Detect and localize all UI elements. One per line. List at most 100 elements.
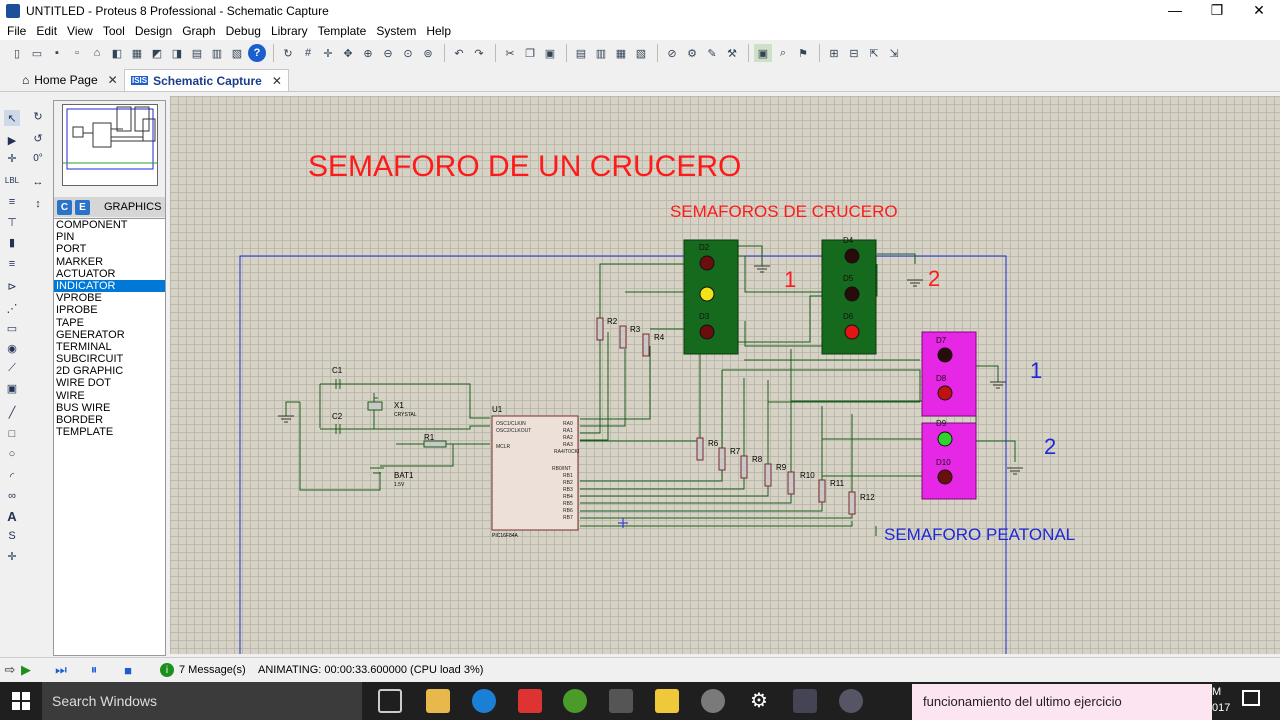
paint-app-icon[interactable] xyxy=(839,689,863,713)
menu-file[interactable]: File xyxy=(7,24,27,38)
close-window-button[interactable]: ✕ xyxy=(1253,2,1265,18)
paste-icon[interactable]: ▣ xyxy=(544,47,556,60)
wire-autorouter-icon[interactable]: ▣ xyxy=(754,44,772,62)
proteus-taskbar-icon[interactable] xyxy=(793,689,817,713)
netlist-icon[interactable]: ⇲ xyxy=(889,47,899,60)
store-icon[interactable] xyxy=(609,689,633,713)
menu-system[interactable]: System xyxy=(376,24,417,38)
generator-icon[interactable]: ◉ xyxy=(7,342,17,355)
tape-recorder-icon[interactable]: ▭ xyxy=(6,322,18,335)
list-item[interactable]: COMPONENT xyxy=(56,219,128,231)
list-item[interactable]: BUS WIRE xyxy=(56,401,111,414)
3d-icon[interactable]: ◩ xyxy=(151,47,163,60)
menu-help[interactable]: Help xyxy=(426,24,452,38)
menu-edit[interactable]: Edit xyxy=(36,24,58,38)
list-item[interactable]: TAPE xyxy=(56,316,84,329)
list-item[interactable]: ACTUATOR xyxy=(56,267,116,280)
voltage-probe-icon[interactable]: ⟋ xyxy=(8,361,16,374)
file-explorer-icon[interactable] xyxy=(426,689,450,713)
taskbar-search-input[interactable]: Search Windows xyxy=(42,682,362,720)
messages-count[interactable]: 7 Message(s) xyxy=(179,664,246,676)
step-icon[interactable]: ⏭ xyxy=(55,662,67,677)
settings-gear-icon[interactable]: ⚙ xyxy=(750,690,768,712)
list-item-selected[interactable]: INDICATOR xyxy=(54,279,165,293)
schematic-icon[interactable]: ◧ xyxy=(111,47,123,60)
overview-preview[interactable] xyxy=(62,104,158,186)
rotate-cw-icon[interactable]: ↻ xyxy=(33,110,43,123)
menu-graph[interactable]: Graph xyxy=(182,24,216,38)
rotate-ccw-icon[interactable]: ↺ xyxy=(33,132,43,145)
refresh-icon[interactable]: ↻ xyxy=(283,47,293,60)
list-item[interactable]: 2D GRAPHIC xyxy=(56,365,124,378)
block-move-icon[interactable]: ▥ xyxy=(595,47,607,60)
zoom-area-icon[interactable]: ⊚ xyxy=(423,47,433,60)
close-tab-schematic-icon[interactable]: ✕ xyxy=(271,73,282,88)
source-code-icon[interactable]: ▧ xyxy=(231,47,243,60)
marker-icon[interactable]: ✛ xyxy=(7,550,17,563)
package-tool-icon[interactable]: ✎ xyxy=(707,47,717,60)
list-item[interactable]: SUBCIRCUIT xyxy=(56,353,124,366)
closed-path-icon[interactable]: ∞ xyxy=(8,490,16,502)
symbol-icon[interactable]: S xyxy=(8,530,16,542)
gerber-icon[interactable]: ◨ xyxy=(171,47,183,60)
device-pin-icon[interactable]: ⊳ xyxy=(7,280,17,293)
new-sheet-icon[interactable]: ⊞ xyxy=(829,47,839,60)
open-folder-icon[interactable]: ▭ xyxy=(31,47,43,60)
subcircuit-icon[interactable]: ▮ xyxy=(8,236,16,249)
exit-to-parent-icon[interactable]: ⇱ xyxy=(869,47,879,60)
block-rotate-icon[interactable]: ▦ xyxy=(615,47,627,60)
list-item[interactable]: TEMPLATE xyxy=(56,426,114,439)
design-explorer-icon[interactable]: ▤ xyxy=(191,47,203,60)
save-icon[interactable]: ▪ xyxy=(55,47,59,59)
new-file-icon[interactable]: ▯ xyxy=(13,47,21,60)
decompose-icon[interactable]: ⚒ xyxy=(727,47,737,60)
edit-button[interactable]: E xyxy=(75,199,90,215)
selection-mode-icon[interactable]: ↖ xyxy=(4,110,20,126)
bus-icon[interactable]: ⊤ xyxy=(7,216,17,229)
make-device-icon[interactable]: ⚙ xyxy=(687,47,697,60)
search-tag-icon[interactable]: ⌕ xyxy=(779,46,787,59)
pcb-icon[interactable]: ▦ xyxy=(131,47,143,60)
pedestrian-light-1[interactable] xyxy=(921,331,977,417)
action-center-icon[interactable] xyxy=(1242,690,1260,706)
restore-button[interactable]: ❐ xyxy=(1210,2,1224,18)
bom-icon[interactable]: ▥ xyxy=(211,47,223,60)
pause-icon[interactable]: ⏸ xyxy=(90,662,98,677)
text-icon[interactable]: A xyxy=(7,508,17,524)
play-icon[interactable]: ▶ xyxy=(21,662,31,677)
remove-sheet-icon[interactable]: ⊟ xyxy=(849,47,859,60)
list-item[interactable]: TERMINAL xyxy=(56,340,112,353)
pick-button[interactable]: C xyxy=(57,199,72,215)
stop-icon[interactable]: ■ xyxy=(124,662,132,678)
list-item[interactable]: PIN xyxy=(56,231,75,244)
circle-icon[interactable]: ○ xyxy=(8,448,16,460)
list-item[interactable]: PORT xyxy=(56,243,87,256)
tab-schematic-capture[interactable]: ISIS Schematic Capture ✕ xyxy=(124,69,289,91)
edge-browser-icon[interactable] xyxy=(472,689,496,713)
undo-icon[interactable]: ↶ xyxy=(454,47,464,60)
list-item[interactable]: MARKER xyxy=(56,255,104,268)
menu-template[interactable]: Template xyxy=(317,24,367,38)
zoom-in-icon[interactable]: ⊕ xyxy=(363,47,373,60)
list-item[interactable]: WIRE xyxy=(56,389,85,402)
list-item[interactable]: BORDER xyxy=(56,414,104,426)
menu-design[interactable]: Design xyxy=(134,24,173,38)
block-copy-icon[interactable]: ▤ xyxy=(575,47,587,60)
box-icon[interactable]: □ xyxy=(8,428,16,440)
wire-label-icon[interactable]: LBL xyxy=(4,175,20,185)
junction-dot-icon[interactable]: ✛ xyxy=(7,152,17,165)
messages-info-icon[interactable]: i xyxy=(160,663,174,677)
zoom-out-icon[interactable]: ⊖ xyxy=(383,47,393,60)
list-item[interactable]: IPROBE xyxy=(56,304,98,317)
pic16f84a-chip[interactable] xyxy=(491,415,579,531)
pick-device-icon[interactable]: ⊘ xyxy=(667,47,677,60)
pedestrian-light-2[interactable] xyxy=(921,422,977,500)
text-script-icon[interactable]: ≡ xyxy=(8,196,16,208)
terminal-icon[interactable]: ≡ xyxy=(8,258,16,270)
menu-library[interactable]: Library xyxy=(270,24,308,38)
minimize-button[interactable]: — xyxy=(1168,2,1182,18)
rotation-angle[interactable]: 0° xyxy=(33,152,43,164)
task-view-icon[interactable] xyxy=(378,689,402,713)
menu-view[interactable]: View xyxy=(67,24,93,38)
tab-home-page[interactable]: ⌂ Home Page ✕ xyxy=(16,69,124,91)
